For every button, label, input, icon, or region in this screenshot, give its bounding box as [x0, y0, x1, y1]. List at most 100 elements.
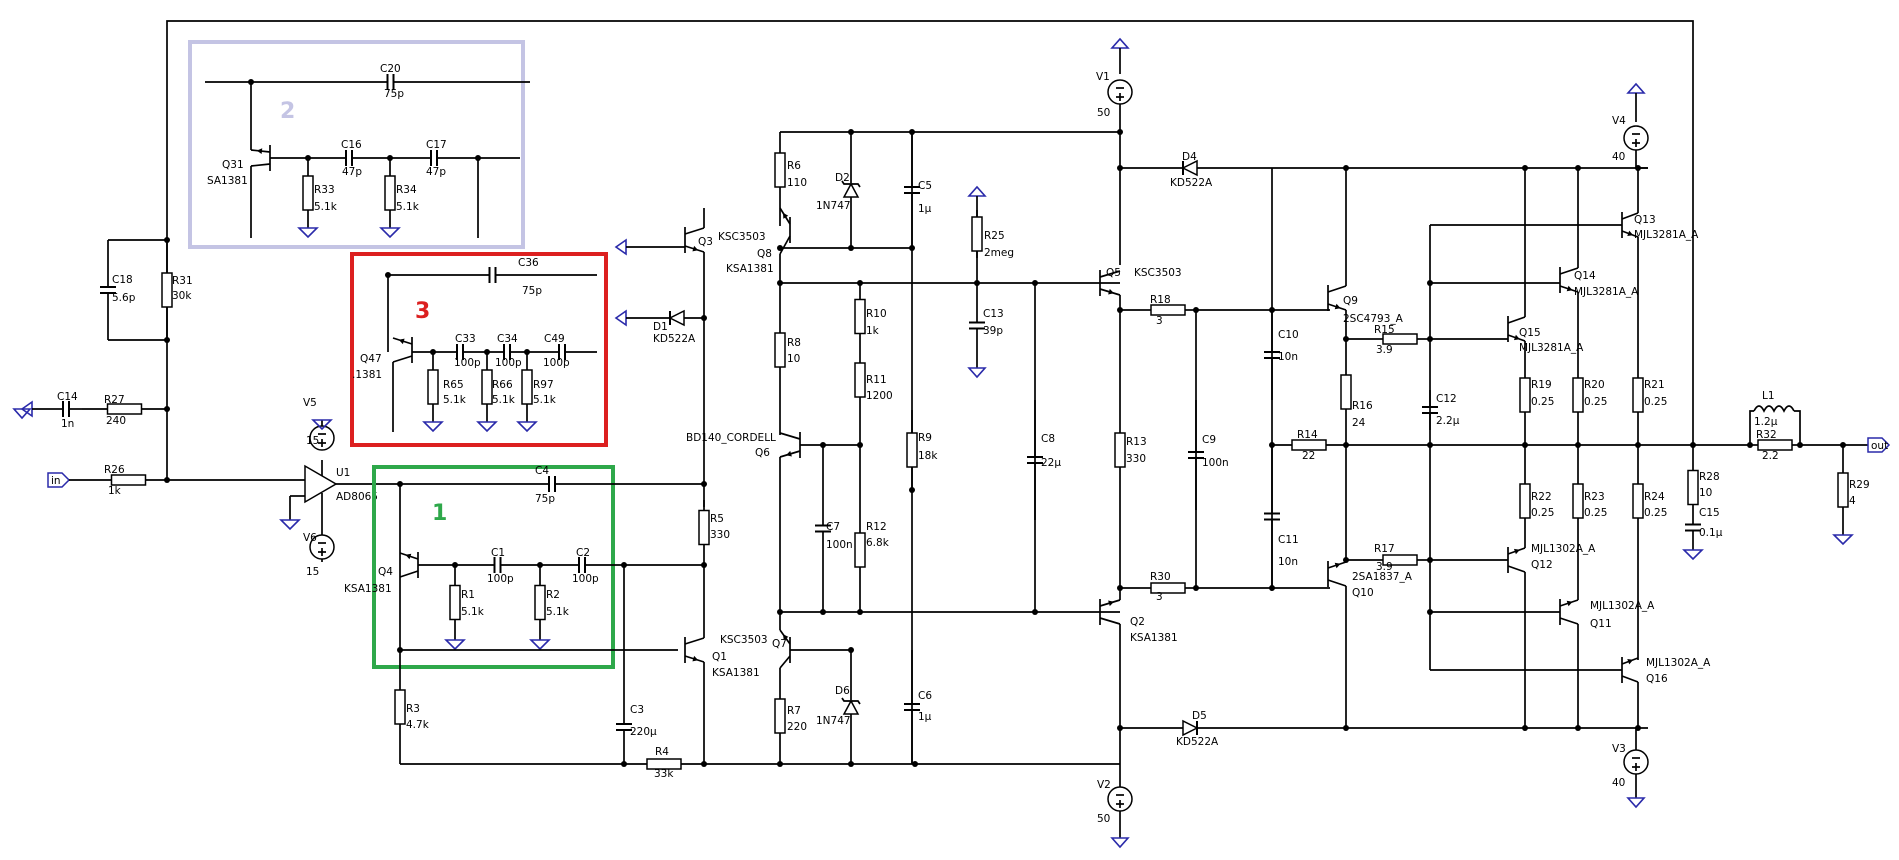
zener-d6 [841, 697, 861, 715]
collector-leg [1099, 270, 1121, 278]
junction-dot [1575, 725, 1581, 731]
label: 5.1k [533, 394, 557, 406]
ground-icon [379, 227, 401, 239]
label: V2 [1097, 779, 1111, 791]
emitter-arrow [1566, 600, 1573, 607]
label: 1n [61, 418, 74, 430]
label: Q12 [1531, 559, 1553, 571]
label: Q6 [755, 447, 770, 459]
capacitor-c16 [345, 150, 353, 166]
label: Q31 [222, 159, 244, 171]
capacitor-c2 [578, 557, 586, 573]
collector-leg [684, 637, 705, 645]
ground-icon [422, 421, 444, 433]
label: Q47 [360, 353, 382, 365]
label: C17 [426, 139, 447, 151]
label: Q8 [757, 248, 772, 260]
resistor-r32 [1757, 439, 1793, 451]
zener-bar [841, 697, 861, 705]
label: Q5 [1106, 267, 1121, 279]
resistor-body [521, 369, 533, 405]
ground-icon [279, 519, 301, 531]
label: 33k [654, 768, 674, 780]
diode-d1 [668, 309, 685, 327]
box-3-number: 3 [415, 299, 430, 324]
resistor-r7 [774, 698, 786, 734]
label: KSA1381 [344, 583, 392, 595]
label: 5.1k [443, 394, 467, 406]
label: R4 [655, 746, 669, 758]
junction-dot [1117, 585, 1123, 591]
junction-dot [857, 280, 863, 286]
label: R22 [1531, 491, 1552, 503]
port-out [1867, 437, 1891, 453]
label: 1µ [918, 711, 932, 723]
emitter-arrow [1513, 548, 1520, 555]
label: KD522A [1170, 177, 1213, 189]
label: 5.1k [492, 394, 516, 406]
label: 5.1k [396, 201, 420, 213]
emitter-leg [1621, 675, 1639, 683]
resistor-body [1757, 439, 1793, 451]
label: D6 [835, 685, 850, 697]
diode-triangle [668, 309, 685, 327]
label: R11 [866, 374, 887, 386]
label: Q1 [712, 651, 727, 663]
junction-dot [848, 129, 854, 135]
label: R1 [461, 589, 475, 601]
resistor-body [854, 532, 866, 568]
collector-leg [779, 432, 801, 440]
transistor-q3 [684, 227, 705, 253]
resistor-body [161, 272, 173, 308]
label: KD522A [653, 333, 696, 345]
transistor-q1 [684, 637, 705, 663]
resistor-body [1114, 432, 1126, 468]
label: C9 [1202, 434, 1216, 446]
supply-arrow-icon [1110, 837, 1130, 849]
label: 2.2 [1762, 450, 1779, 462]
capacitor-c14 [62, 401, 70, 417]
diode-triangle [1182, 719, 1199, 737]
junction-dot [1269, 585, 1275, 591]
resistor-body [1632, 483, 1644, 519]
label: 3 [1156, 315, 1163, 327]
label: 100p [487, 573, 514, 585]
label: R65 [443, 379, 464, 391]
label: C12 [1436, 393, 1457, 405]
transistor-q8 [779, 207, 791, 255]
label: R10 [866, 308, 887, 320]
label: 1N747 [816, 200, 851, 212]
bus-arrow-icon [614, 309, 627, 327]
capacitor-c4 [548, 476, 556, 492]
label: 18k [918, 450, 938, 462]
emitter-arrow [783, 634, 789, 641]
resistor-body [774, 332, 786, 368]
label: C36 [518, 257, 539, 269]
junction-dot [1269, 307, 1275, 313]
voltage-source-v1 [1107, 79, 1133, 105]
label: D5 [1192, 710, 1207, 722]
label: 0.25 [1584, 507, 1607, 519]
label: R21 [1644, 379, 1665, 391]
label: MJL1302A_A [1531, 543, 1596, 555]
label: 10 [787, 353, 800, 365]
label: KSA1381 [712, 667, 760, 679]
junction-dot [912, 761, 918, 767]
label: C10 [1278, 329, 1299, 341]
ground-icon [1832, 534, 1854, 546]
label: MJL3281A_A [1634, 229, 1699, 241]
capacitor-c1 [493, 557, 502, 573]
transistor-q12 [1507, 547, 1526, 573]
label: C15 [1699, 507, 1720, 519]
resistor-r97 [521, 369, 533, 405]
resistor-body [1572, 483, 1584, 519]
collector-leg [1327, 285, 1347, 293]
label: 22µ [1041, 457, 1061, 469]
transistor-q7 [779, 629, 791, 669]
transistor-q47 [392, 337, 413, 363]
label: R25 [984, 230, 1005, 242]
label: R26 [104, 464, 125, 476]
label: 75p [522, 285, 542, 297]
emitter-arrow [692, 245, 699, 252]
label: C14 [57, 391, 78, 403]
